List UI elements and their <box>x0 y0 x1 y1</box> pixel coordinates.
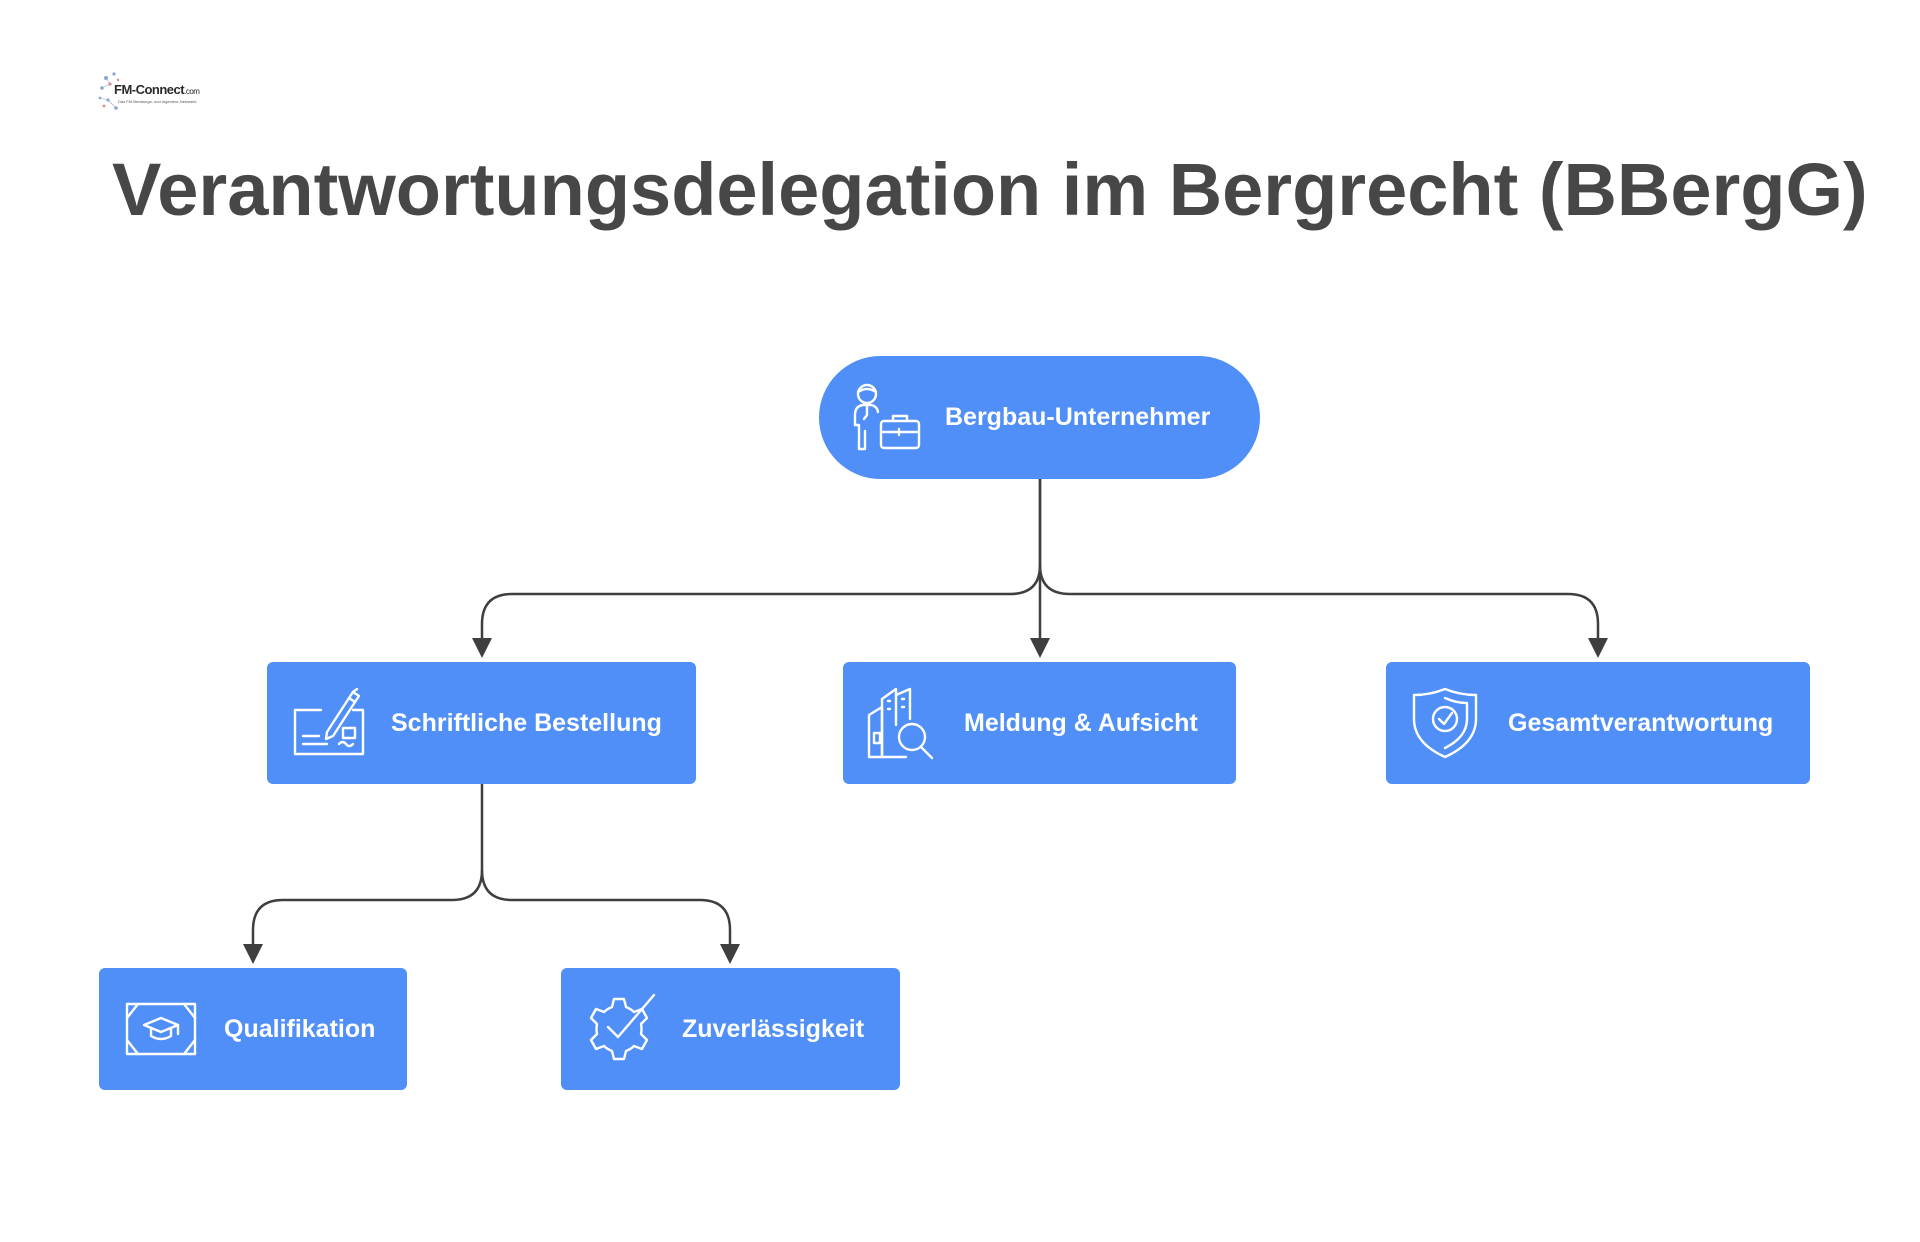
node-gesamtverantwortung: Gesamtverantwortung <box>1386 662 1810 784</box>
page-title: Verantwortungsdelegation im Bergrecht (B… <box>112 148 1868 231</box>
logo-text: FM-Connect.com <box>114 82 200 97</box>
logo: FM-Connect.com Das FM-Beratungs- und Ing… <box>96 70 200 114</box>
edge-schriftlich-quali <box>243 784 484 964</box>
node-schriftliche-bestellung: Schriftliche Bestellung <box>267 662 696 784</box>
logo-mark-icon <box>98 72 120 110</box>
node-label: Qualifikation <box>224 1014 376 1043</box>
node-label: Meldung & Aufsicht <box>964 708 1198 737</box>
node-bergbau-unternehmer: Bergbau-Unternehmer <box>819 356 1260 479</box>
node-label: Zuverlässigkeit <box>682 1014 865 1043</box>
node-label: Gesamtverantwortung <box>1508 708 1774 737</box>
edge-root-gesamt <box>1038 564 1608 658</box>
edge-schriftlich-zuver <box>480 869 740 964</box>
edge-root-schriftlich <box>472 479 1042 658</box>
gear-check-icon <box>584 991 660 1067</box>
graduation-certificate-icon <box>124 1000 198 1058</box>
node-label: Schriftliche Bestellung <box>391 708 662 737</box>
node-zuverlaessigkeit: Zuverlässigkeit <box>561 968 900 1090</box>
logo-tagline: Das FM-Beratungs- und Ingenieur-Netzwerk <box>118 99 197 104</box>
node-meldung-aufsicht: Meldung & Aufsicht <box>843 662 1236 784</box>
building-inspection-icon <box>866 685 942 761</box>
signed-document-icon <box>291 688 367 758</box>
node-qualifikation: Qualifikation <box>99 968 407 1090</box>
shield-check-icon <box>1410 685 1480 761</box>
node-label: Bergbau-Unternehmer <box>945 403 1211 431</box>
businessman-briefcase-icon <box>849 381 923 455</box>
